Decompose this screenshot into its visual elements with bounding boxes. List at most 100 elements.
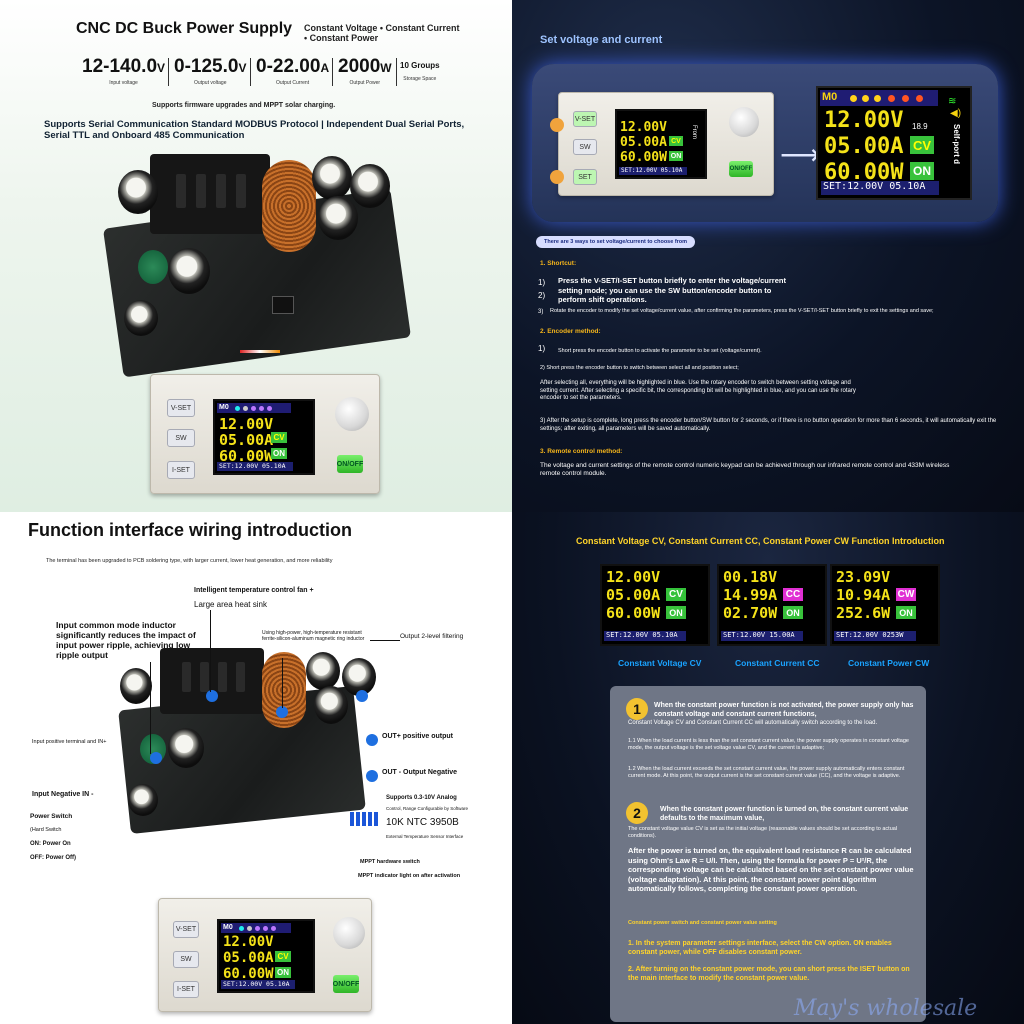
control-module-2: V-SET SW SET 12.00V 05.00A 60.00W CV ON … (558, 92, 774, 196)
cw-step1: 1. In the system parameter settings inte… (628, 940, 892, 956)
callout-line (210, 610, 211, 692)
step-number-1: 1 (626, 698, 648, 720)
rotary-encoder-knob[interactable] (729, 107, 759, 137)
toroid-inductor (262, 160, 316, 252)
shortcut-step3: Rotate the encoder to modify the set vol… (550, 308, 934, 314)
cv-cc-heading: When the constant power function is not … (654, 702, 914, 718)
section-title: Function interface wiring introduction (28, 520, 352, 540)
capacitor (312, 156, 352, 200)
sw-button[interactable]: SW (167, 429, 195, 447)
onoff-button[interactable]: ON/OFF (333, 975, 359, 993)
mode-caption: Constant Voltage CV (618, 658, 702, 668)
vset-button[interactable]: V-SET (167, 399, 195, 417)
section-title: Set voltage and current (540, 34, 663, 46)
mode-badge: CC (783, 588, 803, 601)
set-line: SET:12.00V 0253W (834, 631, 916, 641)
spec-input: 12-140.0V Input voltage (82, 56, 166, 86)
encoder-step3: 3) After the setup is complete, long pre… (540, 418, 997, 432)
on-badge: ON (271, 448, 287, 459)
rotary-encoder-knob[interactable] (333, 917, 365, 949)
callout-dot (366, 734, 378, 746)
iset-button[interactable]: SET (573, 169, 597, 185)
cw-step2: 2. After turning on the constant power m… (628, 966, 910, 982)
power-readout: 252.6W (836, 604, 891, 622)
encoder-detail: After selecting all, everything will be … (540, 380, 856, 401)
callout-dot (366, 770, 378, 782)
capacitor (168, 728, 204, 768)
remote-text: The voltage and current settings of the … (540, 462, 950, 477)
switch-label-2: (Hard Switch (30, 827, 62, 833)
modes-text: Constant Voltage • Constant Current • Co… (304, 23, 460, 43)
heatsink-fan (150, 154, 270, 234)
onoff-button[interactable]: ON/OFF (337, 455, 363, 473)
capacitor (318, 196, 358, 240)
wifi-icon: ≋ (948, 96, 957, 107)
cc-rule: 1.2 When the load current exceeds the se… (628, 766, 905, 779)
callout-line (370, 640, 400, 641)
shortcut-step1: Press the V-SET/I-SET button briefly to … (558, 276, 786, 304)
cv-cc-sub: Constant Voltage CV and Constant Current… (628, 720, 878, 726)
lcd-screen-zoom: M0 12.00V 05.00A 60.00W 18.9 CV ON SET:1… (816, 86, 972, 200)
vset-button[interactable]: V-SET (573, 111, 597, 127)
divider (396, 58, 397, 86)
inductor-label: Input common mode inductor significantly… (56, 620, 196, 660)
encoder-step2: 2) Short press the encoder button to swi… (540, 365, 739, 371)
onoff-button[interactable]: ON/OFF (729, 161, 753, 177)
ntc-sub: External Temperature Sensor Interface (386, 834, 464, 839)
callout-dot (150, 752, 162, 764)
wires (240, 350, 280, 353)
product-overview-panel: CNC DC Buck Power Supply Constant Voltag… (0, 0, 512, 512)
watermark: May's wholesale (794, 996, 978, 1021)
set-voltage-panel: Set voltage and current V-SET SW SET 12.… (512, 0, 1024, 512)
spec-storage: 10 Groups Storage Space (400, 61, 440, 82)
mode-badge: CV (666, 588, 686, 601)
callout-dot (206, 690, 218, 702)
capacitor (118, 170, 158, 214)
voltage-readout: 12.00V (606, 568, 661, 586)
heatsink-fan (160, 648, 264, 714)
set-line: SET:12.00V 05.10A (217, 462, 293, 471)
spec-output-power: 2000W Output Power (338, 56, 392, 86)
methods-pill: There are 3 ways to set voltage/current … (536, 236, 696, 248)
mode-caption: Constant Power CW (848, 658, 930, 668)
rotary-encoder-knob[interactable] (335, 397, 369, 431)
vset-button[interactable]: V-SET (173, 921, 199, 938)
sw-button[interactable]: SW (573, 139, 597, 155)
heatsink-label: Large area heat sink (194, 600, 267, 609)
switch-label-4: OFF: Power Off) (30, 855, 76, 861)
finger-icon (550, 118, 564, 132)
section-title: Constant Voltage CV, Constant Current CC… (576, 536, 945, 546)
step-number-2: 2 (626, 802, 648, 824)
lcd-screen: 12.00V 05.00A 60.00W CV ON SET:12.00V 05… (615, 109, 707, 179)
capacitor (306, 652, 340, 690)
ntc-label: 10K NTC 3950B (386, 817, 459, 828)
dip-switch[interactable] (350, 812, 380, 826)
control-module-3: V-SET SW I-SET M0 12.00V 05.00A 60.00W C… (158, 898, 372, 1012)
mode-caption: Constant Current CC (735, 658, 820, 668)
mode-badge: CW (896, 588, 916, 601)
fan-label: Intelligent temperature control fan + (194, 587, 314, 594)
cw-sub: The constant voltage value CV is set as … (628, 826, 898, 839)
shortcut-heading: 1. Shortcut: (540, 260, 577, 267)
speaker-icon: ◀) (950, 108, 962, 119)
power-readout: 60.00W (219, 447, 274, 465)
iset-button[interactable]: I-SET (167, 461, 195, 479)
capacitor (168, 248, 210, 294)
callout-dot (356, 690, 368, 702)
spec-output-current: 0-22.00A Output Current (256, 56, 330, 86)
iset-button[interactable]: I-SET (173, 981, 199, 998)
sw-button[interactable]: SW (173, 951, 199, 968)
current-readout: 05.00A (606, 586, 661, 604)
product-title: CNC DC Buck Power Supply (76, 20, 293, 37)
divider (250, 58, 251, 86)
set-line: SET:12.00V 15.00A (721, 631, 803, 641)
voltage-readout: 00.18V (723, 568, 778, 586)
capacitor (128, 784, 158, 816)
analog-sub: Control, Range Configurable by Software (386, 806, 469, 811)
lcd-screen: M0 12.00V 05.00A 60.00W CV ON SET:12.00V… (217, 919, 315, 993)
wiring-panel: Function interface wiring introduction T… (0, 512, 512, 1024)
lcd-screen: M0 12.00V 05.00A 60.00W CV ON SET:12.00V… (213, 399, 315, 475)
on-badge: ON (666, 606, 686, 619)
cw-settings-heading: Constant power switch and constant power… (628, 920, 777, 926)
